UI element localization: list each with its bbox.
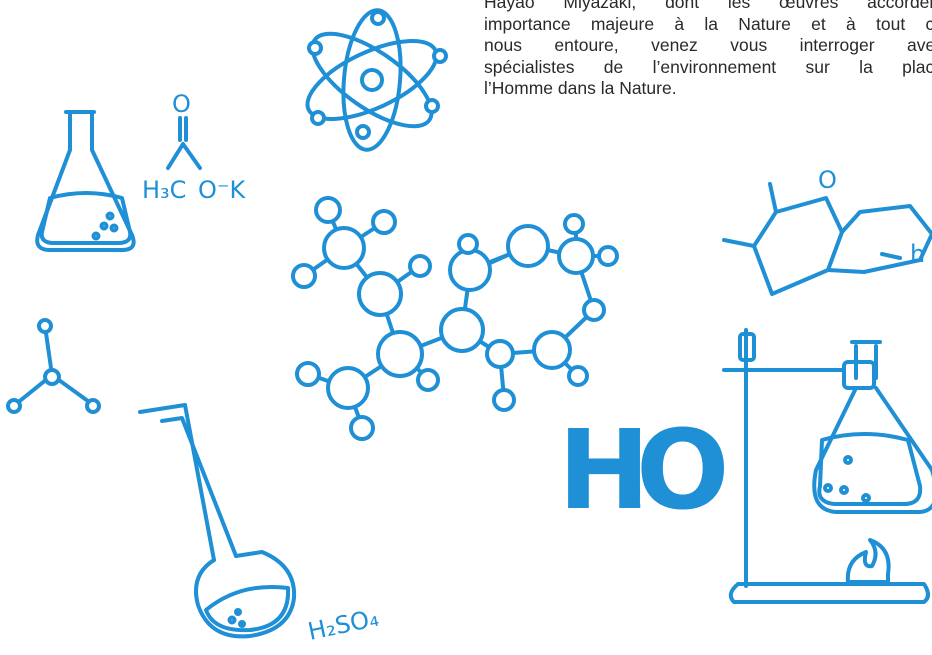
erlenmeyer-flask-icon [35, 110, 136, 252]
paragraph-line-4: spécialistes de l’environnement sur la p… [484, 56, 932, 77]
hexagonal-ring-structure [722, 182, 932, 296]
paragraph-line-2: importance majeure à la Nature et à tout… [484, 13, 932, 34]
paragraph-line-3: nous entoure, venez vous interroger avec [484, 35, 932, 55]
acetate-formula-right: O⁻K [198, 176, 247, 204]
water-o-label: O [636, 406, 730, 534]
round-bottom-flask-icon [138, 403, 297, 639]
molecule-model-icon [291, 196, 619, 441]
paragraph-line-1: Hayao Miyazaki, dont les œuvres accorden… [484, 0, 932, 12]
sulfuric-acid-label: H₂SO₄ [305, 604, 381, 646]
ring-h-label: h [910, 240, 925, 268]
water-subscript-label: 2 [622, 481, 643, 516]
lab-stand-flask-icon [722, 328, 932, 604]
acetate-formula-left: H₃C [142, 176, 186, 204]
atom-icon [305, 8, 448, 152]
intro-paragraph: Hayao Miyazaki, dont les œuvres accorden… [484, 0, 932, 100]
paragraph-line-5: l’Homme dans la Nature. [484, 78, 677, 98]
ring-oxygen-label: O [818, 166, 837, 194]
water-h-label: H [558, 406, 650, 534]
acetate-oxygen-label: O [172, 90, 191, 118]
trigonal-molecule-icon [6, 318, 101, 414]
potassium-acetate-formula [166, 116, 202, 170]
